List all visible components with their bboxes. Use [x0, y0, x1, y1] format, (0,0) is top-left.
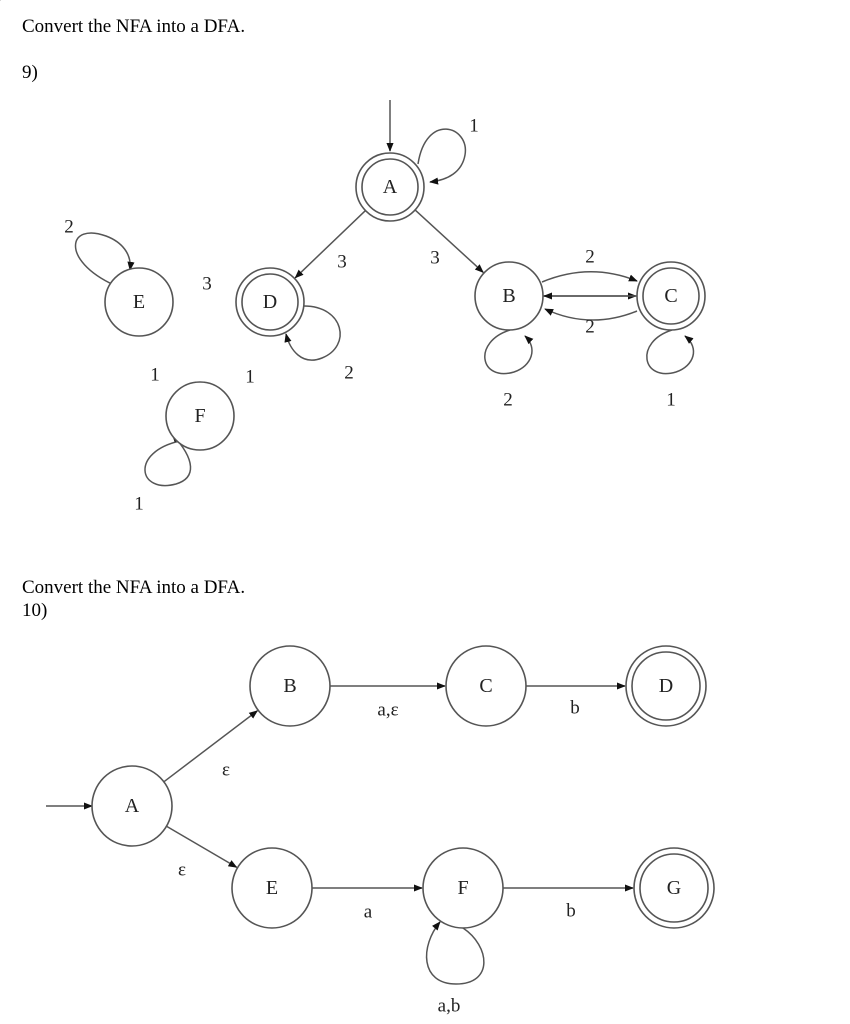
state-label: B	[283, 675, 296, 697]
state-d-9: D	[235, 267, 305, 337]
transition-label-a-d-9: 3	[430, 248, 440, 269]
transition-label-f-d-9: 2	[64, 217, 74, 238]
state-label: F	[194, 405, 205, 427]
transition-f-d-9	[74, 232, 135, 286]
state-f-10: F	[422, 847, 504, 929]
state-label: C	[664, 285, 677, 307]
transition-b-b-9	[541, 271, 638, 283]
transition-a-d-9	[294, 209, 366, 279]
transition-e-f-9	[284, 305, 341, 361]
state-label: D	[263, 291, 277, 313]
transition-d-e-9	[484, 329, 534, 375]
transition-label-b-c-10: a,ε	[377, 700, 398, 721]
state-label: C	[479, 675, 492, 697]
transition-a-b-9	[414, 209, 484, 273]
transition-label-d-d-9: 1	[469, 116, 479, 137]
state-circle	[422, 847, 504, 929]
state-f-9: F	[165, 381, 235, 451]
transition-e-e-9	[646, 329, 695, 375]
state-circle	[104, 267, 174, 337]
transition-c-c-9	[544, 308, 638, 321]
state-b-10: B	[249, 645, 331, 727]
transition-label-b-c-9: 1	[150, 365, 160, 386]
state-circle	[474, 261, 544, 331]
state-circle	[231, 847, 313, 929]
transition-a-e-10	[166, 825, 238, 868]
transition-label-e-f-9: 2	[344, 363, 354, 384]
state-c-9: C	[636, 261, 706, 331]
state-label: A	[383, 176, 398, 198]
state-e-9: E	[104, 267, 174, 337]
transition-label-d-e-9: 2	[503, 390, 513, 411]
transition-label-a-a-9: 3	[337, 252, 347, 273]
instruction-10: Convert the NFA into a DFA.	[22, 577, 246, 598]
state-circle	[445, 645, 527, 727]
problem-number-10: 10)	[22, 600, 48, 621]
state-label: G	[667, 877, 681, 899]
instruction-9: Convert the NFA into a DFA.	[22, 16, 246, 37]
state-c-10: C	[445, 645, 527, 727]
transition-label-c-d-10: b	[570, 698, 580, 719]
state-label: B	[502, 285, 515, 307]
accept-ring	[631, 651, 701, 721]
accept-ring	[642, 267, 700, 325]
state-label: E	[133, 291, 145, 313]
state-label: A	[125, 795, 140, 817]
transition-label-b-b-9: 2	[585, 247, 595, 268]
transition-label-a-b-10: ε	[222, 760, 230, 781]
state-g-10: G	[633, 847, 715, 929]
state-a-9: A	[355, 152, 425, 222]
state-circle	[249, 645, 331, 727]
transition-label-c-c-9: 2	[585, 317, 595, 338]
accept-ring	[361, 158, 419, 216]
transition-label-a-e-10: ε	[178, 860, 186, 881]
transition-label-f-f-9: 1	[134, 494, 144, 515]
state-d-10: D	[625, 645, 707, 727]
state-label: F	[457, 877, 468, 899]
accept-ring	[241, 273, 299, 331]
state-a-10: A	[91, 765, 173, 847]
transition-label-f-g-10: b	[566, 901, 576, 922]
state-label: D	[659, 675, 673, 697]
transition-a-b-10	[163, 710, 259, 783]
state-label: E	[266, 877, 278, 899]
transition-label-a-b-9: 3	[202, 274, 212, 295]
state-b-9: B	[474, 261, 544, 331]
state-circle	[165, 381, 235, 451]
accept-ring	[639, 853, 709, 923]
transition-label-f-f-10: a,b	[438, 996, 461, 1017]
transition-label-e-f-10: a	[364, 902, 373, 923]
transition-d-d-9	[417, 128, 467, 185]
transition-label-c-b-9: 1	[245, 367, 255, 388]
problem-number-9: 9)	[22, 62, 38, 83]
state-e-10: E	[231, 847, 313, 929]
state-circle	[91, 765, 173, 847]
transition-label-e-e-9: 1	[666, 390, 676, 411]
transition-f-f-10	[425, 921, 485, 985]
transition-f-f-9	[144, 433, 192, 487]
